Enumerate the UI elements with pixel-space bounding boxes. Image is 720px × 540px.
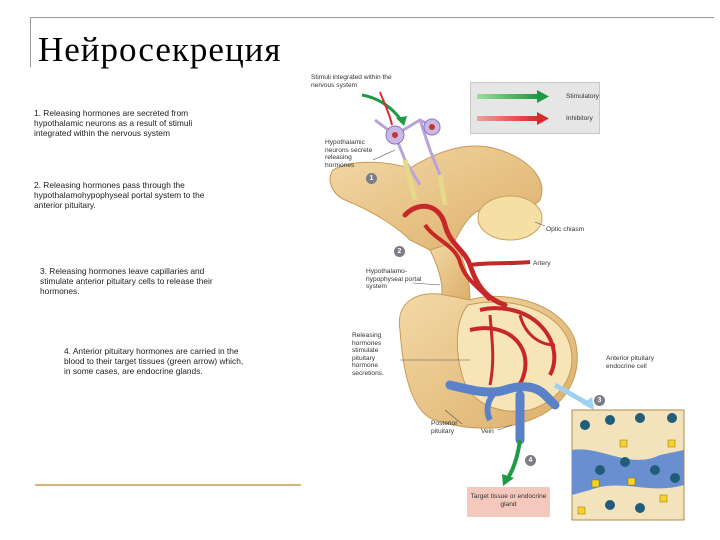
left-rule: [30, 17, 31, 67]
bottom-rule: [35, 484, 301, 486]
step-badge-3: 3: [594, 395, 605, 406]
step-badge-4: 4: [525, 455, 536, 466]
hypothalamic-neurons-label: Hypothalamic neurons secrete releasing h…: [325, 139, 373, 169]
step-1-text: 1. Releasing hormones are secreted from …: [34, 108, 193, 138]
slide-title: Нейросекреция: [38, 30, 282, 69]
optic-chiasm-label: Optic chiasm: [546, 226, 585, 233]
inhibitory-arrowhead: [537, 112, 549, 125]
step-4-text: 4. Anterior pituitary hormones are carri…: [64, 346, 244, 376]
legend: [470, 82, 600, 134]
top-rule: [30, 17, 714, 18]
stimulatory-arrowhead: [537, 90, 549, 103]
inhibitory-swatch: [477, 116, 537, 121]
artery-vessel: [469, 260, 531, 267]
inset-callout-arrow: [553, 382, 592, 408]
hypothalamic-neurons: [374, 118, 448, 206]
optic-chiasm: [477, 195, 543, 241]
stimulatory-swatch: [477, 94, 537, 99]
target-tissue-box: Target tissue or endocrine gland: [467, 487, 550, 517]
anterior-cell-label: Anterior pituitary endocrine cell: [606, 355, 655, 370]
step-badge-2: 2: [394, 246, 405, 257]
step-3-text: 3. Releasing hormones leave capillaries …: [40, 266, 213, 296]
step-badge-1: 1: [366, 173, 377, 184]
posterior-pituitary-label: Posterior pituitary: [431, 420, 458, 435]
portal-system-label: Hypothalamo-hypophyseal portal system: [366, 268, 422, 291]
legend-arrows: [477, 90, 549, 125]
vein-vessel: [445, 380, 560, 410]
neuron-inhibitory-arrow: [379, 91, 393, 126]
legend-inhibitory-label: Inhibitory: [566, 115, 593, 122]
target-stimulatory-arrow: [506, 439, 522, 480]
legend-stimulatory-label: Stimulatory: [566, 93, 599, 100]
artery-label: Artery: [533, 260, 551, 267]
releasing-hormones-label: Releasing hormones stimulate pituitary h…: [352, 332, 384, 377]
stimuli-label: Stimuli integrated within the nervous sy…: [311, 74, 392, 89]
step-2-text: 2. Releasing hormones pass through the h…: [34, 180, 205, 210]
vein-label: Vein: [481, 428, 494, 435]
